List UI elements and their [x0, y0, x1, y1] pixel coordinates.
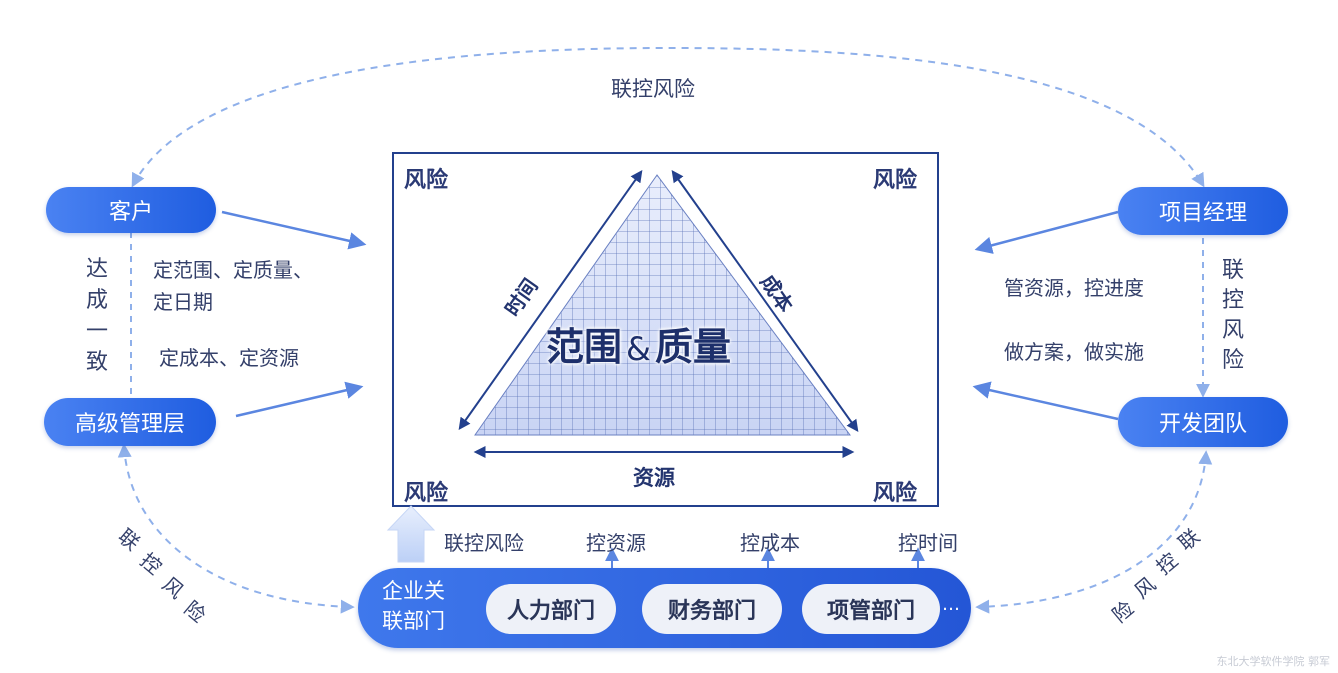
- top-dashed-arc: [131, 46, 1205, 188]
- project-manager-node[interactable]: 项目经理: [1118, 187, 1288, 235]
- right-risk-control-label: 联 控 风 险: [1222, 258, 1245, 373]
- pmo-department[interactable]: 项管部门: [802, 584, 940, 634]
- top-risk-label: 联控风险: [611, 77, 695, 101]
- bottom-label-resource: 控资源: [586, 531, 646, 555]
- hr-department[interactable]: 人力部门: [486, 584, 616, 634]
- arrow-mgmt-to-box: [235, 381, 364, 418]
- arrow-dev-to-box: [972, 381, 1119, 421]
- bottom-label-cost: 控成本: [740, 531, 800, 555]
- risk-up-arrow: [386, 505, 436, 563]
- dev-team-node[interactable]: 开发团队: [1118, 397, 1288, 447]
- risk-corner-top-left: 风险: [404, 167, 449, 193]
- more-departments-ellipsis: …: [942, 594, 960, 615]
- dev-duties: 做方案，做实施: [1004, 340, 1144, 364]
- bottom-label-time: 控时间: [898, 531, 958, 555]
- bottom-left-risk-label: 联 控 风 险: [113, 524, 211, 628]
- consensus-label: 达 成 一 致: [86, 257, 109, 375]
- bottom-right-risk-label: 联 控 风 险: [1107, 524, 1205, 628]
- credit-watermark: 东北大学软件学院 郭军: [1216, 655, 1331, 668]
- scope-quality-title: 范围&质量: [546, 325, 731, 369]
- senior-management-node[interactable]: 高级管理层: [44, 398, 216, 446]
- risk-corner-bottom-left: 风险: [404, 480, 449, 506]
- client-node[interactable]: 客户: [46, 187, 216, 233]
- pm-duties: 管资源，控进度: [1004, 276, 1144, 300]
- cost-arrow: [671, 170, 859, 432]
- arrow-client-to-box: [221, 210, 367, 250]
- client-duties-line2: 定日期: [153, 290, 213, 314]
- arrow-pm-to-box: [974, 210, 1119, 254]
- risk-corner-bottom-right: 风险: [873, 480, 918, 506]
- time-arrow: [458, 170, 643, 430]
- bottom-label-risk: 联控风险: [444, 531, 524, 555]
- enterprise-label: 企业关 联部门: [382, 579, 445, 633]
- mgmt-duties: 定成本、定资源: [159, 346, 299, 370]
- client-duties-line1: 定范围、定质量、: [153, 258, 313, 282]
- resource-label: 资源: [633, 465, 675, 490]
- risk-corner-top-right: 风险: [873, 167, 918, 193]
- bottom-right-dashed-arc: [975, 450, 1213, 614]
- finance-department[interactable]: 财务部门: [642, 584, 782, 634]
